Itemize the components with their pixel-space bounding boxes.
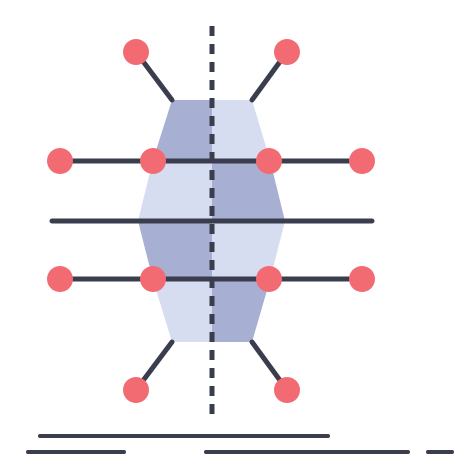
hexagon-facet-top-left xyxy=(153,100,212,160)
node-lower-outer-right xyxy=(349,266,375,292)
node-upper-outer-left xyxy=(47,148,73,174)
node-upper-outer-right xyxy=(349,148,375,174)
node-lower-inner-left xyxy=(140,266,166,292)
hexagon-facet-bottom-left xyxy=(153,280,212,342)
node-lower-outer-left xyxy=(47,266,73,292)
hexagon-body xyxy=(138,100,285,342)
baseline-strokes xyxy=(26,434,454,454)
hexagon-facet-lower-left xyxy=(138,221,212,280)
node-upper-inner-left xyxy=(140,148,166,174)
hexagon-facet-upper-right xyxy=(212,160,285,221)
hexagon-facet-top-right xyxy=(212,100,270,160)
node-bottom-right xyxy=(274,377,300,403)
nodes xyxy=(47,39,375,403)
node-lower-inner-right xyxy=(256,266,282,292)
hexagon-facet-lower-right xyxy=(212,221,285,280)
node-top-left xyxy=(123,39,149,65)
node-top-right xyxy=(274,39,300,65)
hexagon-facet-bottom-right xyxy=(212,280,270,342)
node-upper-inner-right xyxy=(256,148,282,174)
node-bottom-left xyxy=(123,377,149,403)
hexagon-facet-upper-left xyxy=(138,160,212,221)
